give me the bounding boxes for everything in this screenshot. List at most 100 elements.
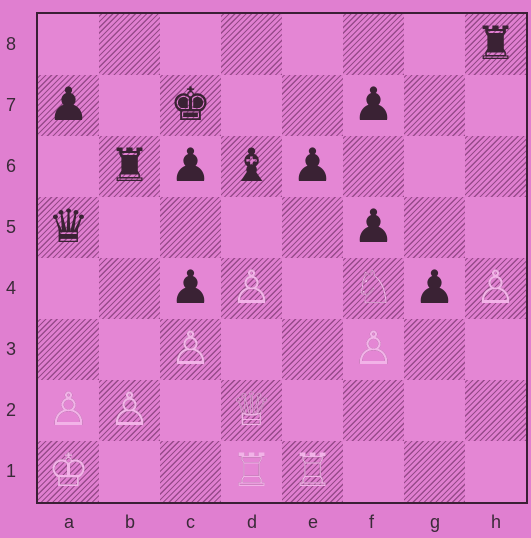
- square-f2[interactable]: [343, 380, 404, 441]
- square-d3[interactable]: [221, 319, 282, 380]
- file-label: d: [247, 512, 257, 533]
- rank-label: 4: [6, 278, 16, 299]
- square-a8[interactable]: [38, 14, 99, 75]
- square-c7[interactable]: ♚: [160, 75, 221, 136]
- white-pawn-icon[interactable]: ♙: [475, 264, 516, 310]
- file-label: b: [125, 512, 135, 533]
- square-g2[interactable]: [404, 380, 465, 441]
- rank-label: 6: [6, 156, 16, 177]
- square-c1[interactable]: [160, 441, 221, 502]
- square-e4[interactable]: [282, 258, 343, 319]
- white-rook-icon[interactable]: ♖: [231, 447, 272, 493]
- square-f4[interactable]: ♘: [343, 258, 404, 319]
- white-pawn-icon[interactable]: ♙: [48, 386, 89, 432]
- square-f3[interactable]: ♙: [343, 319, 404, 380]
- file-label: c: [186, 512, 195, 533]
- square-h3[interactable]: [465, 319, 526, 380]
- square-d1[interactable]: ♖: [221, 441, 282, 502]
- white-king-icon[interactable]: ♔: [48, 447, 89, 493]
- black-king-icon[interactable]: ♚: [170, 81, 211, 127]
- square-e8[interactable]: [282, 14, 343, 75]
- square-c3[interactable]: ♙: [160, 319, 221, 380]
- square-f1[interactable]: [343, 441, 404, 502]
- square-g5[interactable]: [404, 197, 465, 258]
- square-b1[interactable]: [99, 441, 160, 502]
- square-e6[interactable]: ♟: [282, 136, 343, 197]
- square-a6[interactable]: [38, 136, 99, 197]
- square-c8[interactable]: [160, 14, 221, 75]
- square-d7[interactable]: [221, 75, 282, 136]
- black-pawn-icon[interactable]: ♟: [170, 142, 211, 188]
- square-c6[interactable]: ♟: [160, 136, 221, 197]
- square-c4[interactable]: ♟: [160, 258, 221, 319]
- black-rook-icon[interactable]: ♜: [109, 142, 150, 188]
- square-c5[interactable]: [160, 197, 221, 258]
- square-b3[interactable]: [99, 319, 160, 380]
- square-h8[interactable]: ♜: [465, 14, 526, 75]
- square-e5[interactable]: [282, 197, 343, 258]
- square-g4[interactable]: ♟: [404, 258, 465, 319]
- black-rook-icon[interactable]: ♜: [475, 20, 516, 66]
- square-e2[interactable]: [282, 380, 343, 441]
- white-rook-icon[interactable]: ♖: [292, 447, 333, 493]
- black-bishop-icon[interactable]: ♝: [231, 142, 272, 188]
- square-h4[interactable]: ♙: [465, 258, 526, 319]
- rank-label: 1: [6, 461, 16, 482]
- square-e1[interactable]: ♖: [282, 441, 343, 502]
- square-b6[interactable]: ♜: [99, 136, 160, 197]
- square-a1[interactable]: ♔: [38, 441, 99, 502]
- square-f8[interactable]: [343, 14, 404, 75]
- square-a5[interactable]: ♛: [38, 197, 99, 258]
- white-pawn-icon[interactable]: ♙: [231, 264, 272, 310]
- white-pawn-icon[interactable]: ♙: [109, 386, 150, 432]
- square-g6[interactable]: [404, 136, 465, 197]
- square-d2[interactable]: ♕: [221, 380, 282, 441]
- square-a3[interactable]: [38, 319, 99, 380]
- file-label: h: [491, 512, 501, 533]
- square-d6[interactable]: ♝: [221, 136, 282, 197]
- square-h1[interactable]: [465, 441, 526, 502]
- square-d4[interactable]: ♙: [221, 258, 282, 319]
- square-e3[interactable]: [282, 319, 343, 380]
- black-queen-icon[interactable]: ♛: [48, 203, 89, 249]
- square-h6[interactable]: [465, 136, 526, 197]
- square-g7[interactable]: [404, 75, 465, 136]
- white-queen-icon[interactable]: ♕: [231, 386, 272, 432]
- square-a4[interactable]: [38, 258, 99, 319]
- file-label: f: [369, 512, 374, 533]
- white-pawn-icon[interactable]: ♙: [170, 325, 211, 371]
- square-g1[interactable]: [404, 441, 465, 502]
- square-h5[interactable]: [465, 197, 526, 258]
- square-a2[interactable]: ♙: [38, 380, 99, 441]
- rank-label: 7: [6, 95, 16, 116]
- square-g3[interactable]: [404, 319, 465, 380]
- square-f5[interactable]: ♟: [343, 197, 404, 258]
- square-b7[interactable]: [99, 75, 160, 136]
- square-h2[interactable]: [465, 380, 526, 441]
- square-d8[interactable]: [221, 14, 282, 75]
- black-pawn-icon[interactable]: ♟: [414, 264, 455, 310]
- black-pawn-icon[interactable]: ♟: [170, 264, 211, 310]
- black-pawn-icon[interactable]: ♟: [292, 142, 333, 188]
- file-label: a: [64, 512, 74, 533]
- square-b5[interactable]: [99, 197, 160, 258]
- square-f6[interactable]: [343, 136, 404, 197]
- square-h7[interactable]: [465, 75, 526, 136]
- square-d5[interactable]: [221, 197, 282, 258]
- square-f7[interactable]: ♟: [343, 75, 404, 136]
- square-e7[interactable]: [282, 75, 343, 136]
- white-knight-icon[interactable]: ♘: [353, 264, 394, 310]
- square-c2[interactable]: [160, 380, 221, 441]
- square-a7[interactable]: ♟: [38, 75, 99, 136]
- rank-label: 8: [6, 34, 16, 55]
- black-pawn-icon[interactable]: ♟: [48, 81, 89, 127]
- square-b2[interactable]: ♙: [99, 380, 160, 441]
- rank-label: 3: [6, 339, 16, 360]
- square-g8[interactable]: [404, 14, 465, 75]
- square-b8[interactable]: [99, 14, 160, 75]
- chess-board: ♜ ♟ ♚ ♟ ♜ ♟ ♝ ♟ ♛ ♟ ♟ ♙ ♘ ♟ ♙ ♙ ♙ ♙ ♙ ♕ ♔ ♖ ♖: [36, 12, 528, 504]
- black-pawn-icon[interactable]: ♟: [353, 81, 394, 127]
- black-pawn-icon[interactable]: ♟: [353, 203, 394, 249]
- white-pawn-icon[interactable]: ♙: [353, 325, 394, 371]
- square-b4[interactable]: [99, 258, 160, 319]
